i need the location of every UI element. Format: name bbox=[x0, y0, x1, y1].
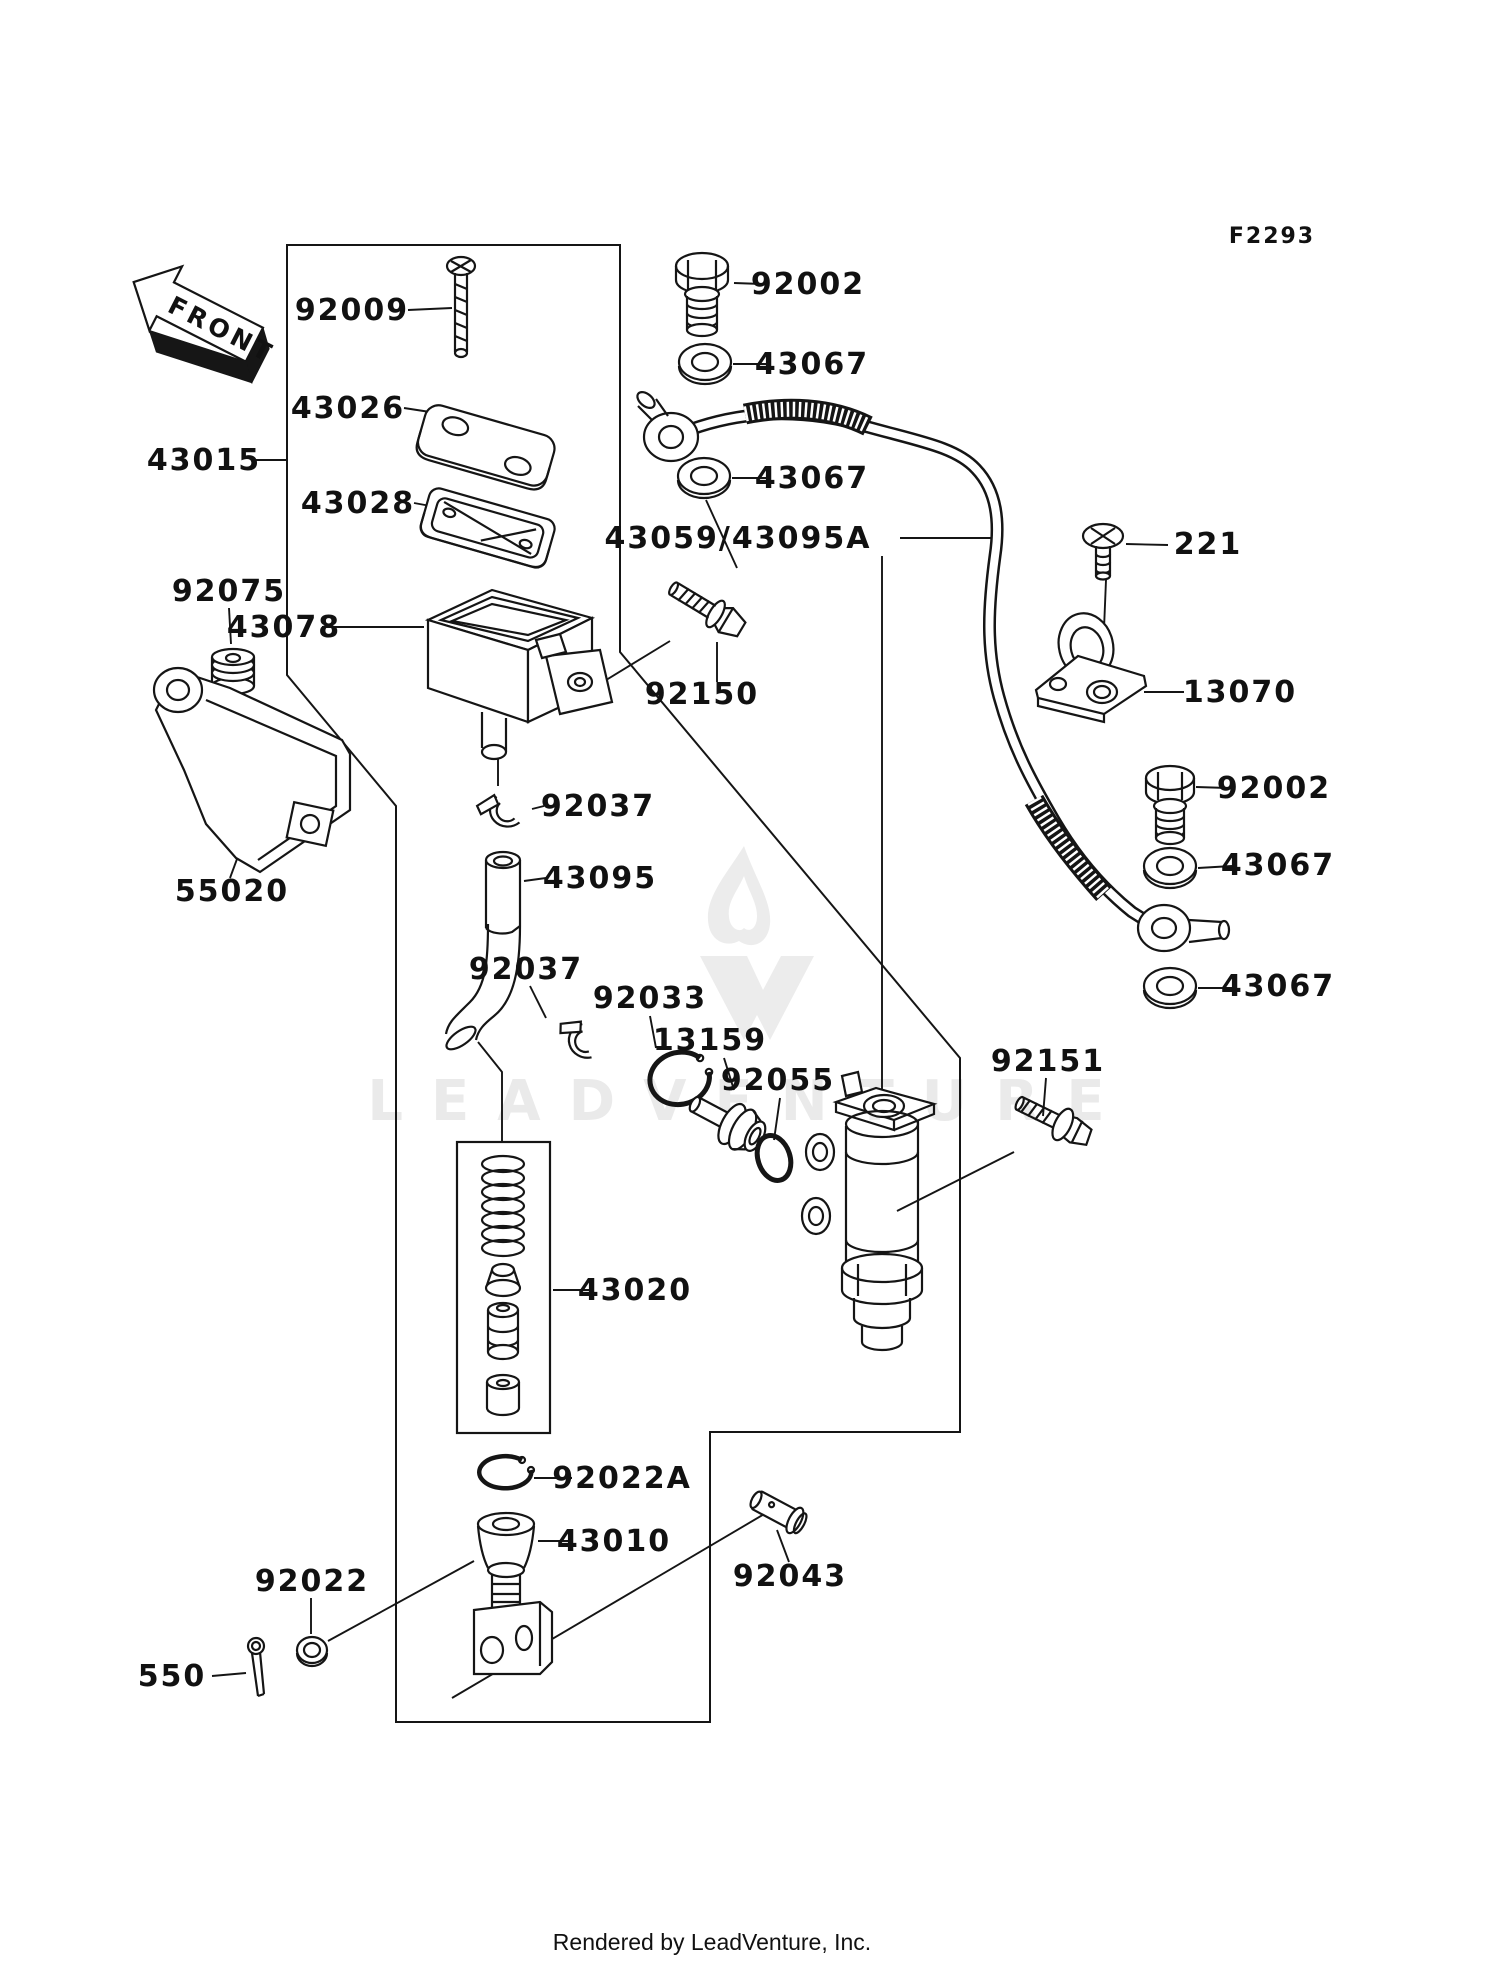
part-label-550[interactable]: 550 bbox=[138, 1659, 207, 1694]
part-label-43067[interactable]: 43067 bbox=[1221, 969, 1335, 1004]
leadventure-watermark: LEADVENTURE bbox=[367, 846, 1105, 1134]
part-label-92075[interactable]: 92075 bbox=[172, 574, 286, 609]
connector-fitting-part bbox=[688, 1095, 767, 1152]
part-label-43028[interactable]: 43028 bbox=[301, 486, 415, 521]
part-label-43067[interactable]: 43067 bbox=[755, 461, 869, 496]
part-label-43059-43095A[interactable]: 43059/43095A bbox=[605, 521, 872, 556]
part-label-43010[interactable]: 43010 bbox=[557, 1524, 671, 1559]
banjo-washer-part bbox=[1142, 846, 1198, 890]
part-label-92033[interactable]: 92033 bbox=[593, 981, 707, 1016]
banjo-washer-part bbox=[677, 342, 733, 386]
hose-clamp-part bbox=[475, 793, 521, 828]
part-label-92022A[interactable]: 92022A bbox=[552, 1461, 692, 1496]
reservoir-bracket-part bbox=[152, 666, 352, 874]
master-cylinder-body-part bbox=[800, 1070, 938, 1352]
reservoir-bolt-part bbox=[668, 581, 747, 638]
reservoir-cap-screw-part bbox=[445, 255, 477, 359]
part-labels: 92009 43026 43015 43028 92075 43078 9215… bbox=[138, 267, 1335, 1694]
part-label-92043[interactable]: 92043 bbox=[733, 1559, 847, 1594]
brake-hose-part bbox=[636, 390, 1231, 953]
reservoir-diaphragm-part bbox=[419, 487, 556, 569]
part-label-43078[interactable]: 43078 bbox=[227, 610, 341, 645]
part-label-13159[interactable]: 13159 bbox=[653, 1023, 767, 1058]
holder-screw-part bbox=[1081, 522, 1125, 581]
part-label-92037[interactable]: 92037 bbox=[469, 952, 583, 987]
part-label-92002[interactable]: 92002 bbox=[751, 267, 865, 302]
part-label-13070[interactable]: 13070 bbox=[1183, 675, 1297, 710]
flat-washer-part bbox=[295, 1635, 329, 1668]
reservoir-cap-part bbox=[415, 404, 556, 491]
label-leader-lines bbox=[211, 282, 1233, 1677]
part-label-43067[interactable]: 43067 bbox=[755, 347, 869, 382]
banjo-bolt-part bbox=[674, 251, 730, 338]
part-label-92022[interactable]: 92022 bbox=[255, 1564, 369, 1599]
snap-ring-part bbox=[477, 1454, 536, 1491]
part-label-55020[interactable]: 55020 bbox=[175, 874, 289, 909]
footer-credit: Rendered by LeadVenture, Inc. bbox=[553, 1929, 871, 1955]
cotter-pin-part bbox=[246, 1636, 266, 1698]
part-label-92037[interactable]: 92037 bbox=[541, 789, 655, 824]
part-label-92002[interactable]: 92002 bbox=[1217, 771, 1331, 806]
hose-clamp-part bbox=[559, 1020, 592, 1059]
part-label-43015[interactable]: 43015 bbox=[147, 443, 261, 478]
joint-pin-part bbox=[749, 1490, 808, 1535]
banjo-washer-part bbox=[1142, 966, 1198, 1010]
cylinder-mount-bolt-part bbox=[1014, 1095, 1093, 1147]
reservoir-body-part bbox=[424, 588, 614, 761]
figure-code: F2293 bbox=[1229, 224, 1315, 249]
part-label-43026[interactable]: 43026 bbox=[291, 391, 405, 426]
part-label-43067[interactable]: 43067 bbox=[1221, 848, 1335, 883]
push-rod-part bbox=[472, 1511, 554, 1676]
leadventure-logo-icon bbox=[700, 956, 814, 1040]
part-label-92055[interactable]: 92055 bbox=[721, 1063, 835, 1098]
banjo-bolt-part bbox=[1144, 764, 1196, 846]
part-label-92150[interactable]: 92150 bbox=[645, 677, 759, 712]
part-label-221[interactable]: 221 bbox=[1174, 527, 1243, 562]
piston-kit-box bbox=[455, 1140, 552, 1435]
hose-holder-part bbox=[1034, 612, 1148, 724]
o-ring-part bbox=[754, 1133, 794, 1183]
snap-ring-part bbox=[647, 1049, 714, 1108]
front-direction-arrow: FRONT bbox=[132, 264, 279, 385]
part-label-43095[interactable]: 43095 bbox=[543, 861, 657, 896]
piston-kit-parts bbox=[480, 1154, 526, 1417]
banjo-washer-part bbox=[676, 456, 732, 500]
part-label-92009[interactable]: 92009 bbox=[295, 293, 409, 328]
part-label-43020[interactable]: 43020 bbox=[578, 1273, 692, 1308]
reservoir-hose-part bbox=[444, 850, 522, 1051]
part-label-92151[interactable]: 92151 bbox=[991, 1044, 1105, 1079]
